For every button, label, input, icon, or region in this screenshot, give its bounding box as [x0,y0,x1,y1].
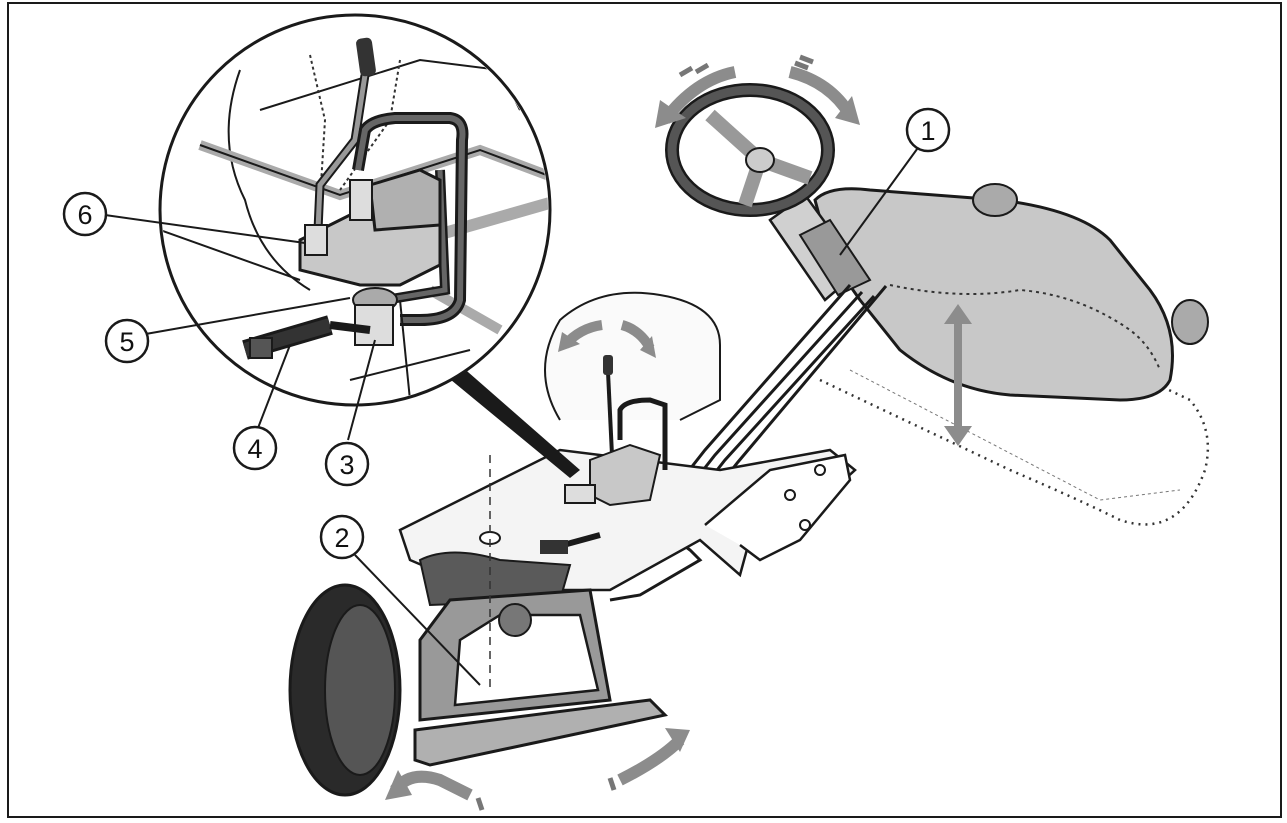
callout-4-label: 4 [247,434,262,464]
steering-assembly [655,54,872,302]
callout-3-label: 3 [339,450,354,480]
callout-1-label: 1 [920,116,935,146]
detail-zoom [158,13,580,478]
callout-6: 6 [62,191,108,237]
valve-assembly-small [540,320,668,554]
chassis [398,291,857,607]
callout-2-label: 2 [334,523,349,553]
callout-2: 2 [319,514,365,560]
callout-3: 3 [324,441,370,487]
callout-1: 1 [905,107,951,153]
mower-deck [813,183,1210,526]
callout-6-label: 6 [77,200,92,230]
front-axle [288,455,690,811]
figure-border [7,2,1282,818]
callout-4: 4 [232,425,278,471]
callout-5-label: 5 [119,327,134,357]
leader-lines [104,144,921,686]
callout-5: 5 [104,318,150,364]
